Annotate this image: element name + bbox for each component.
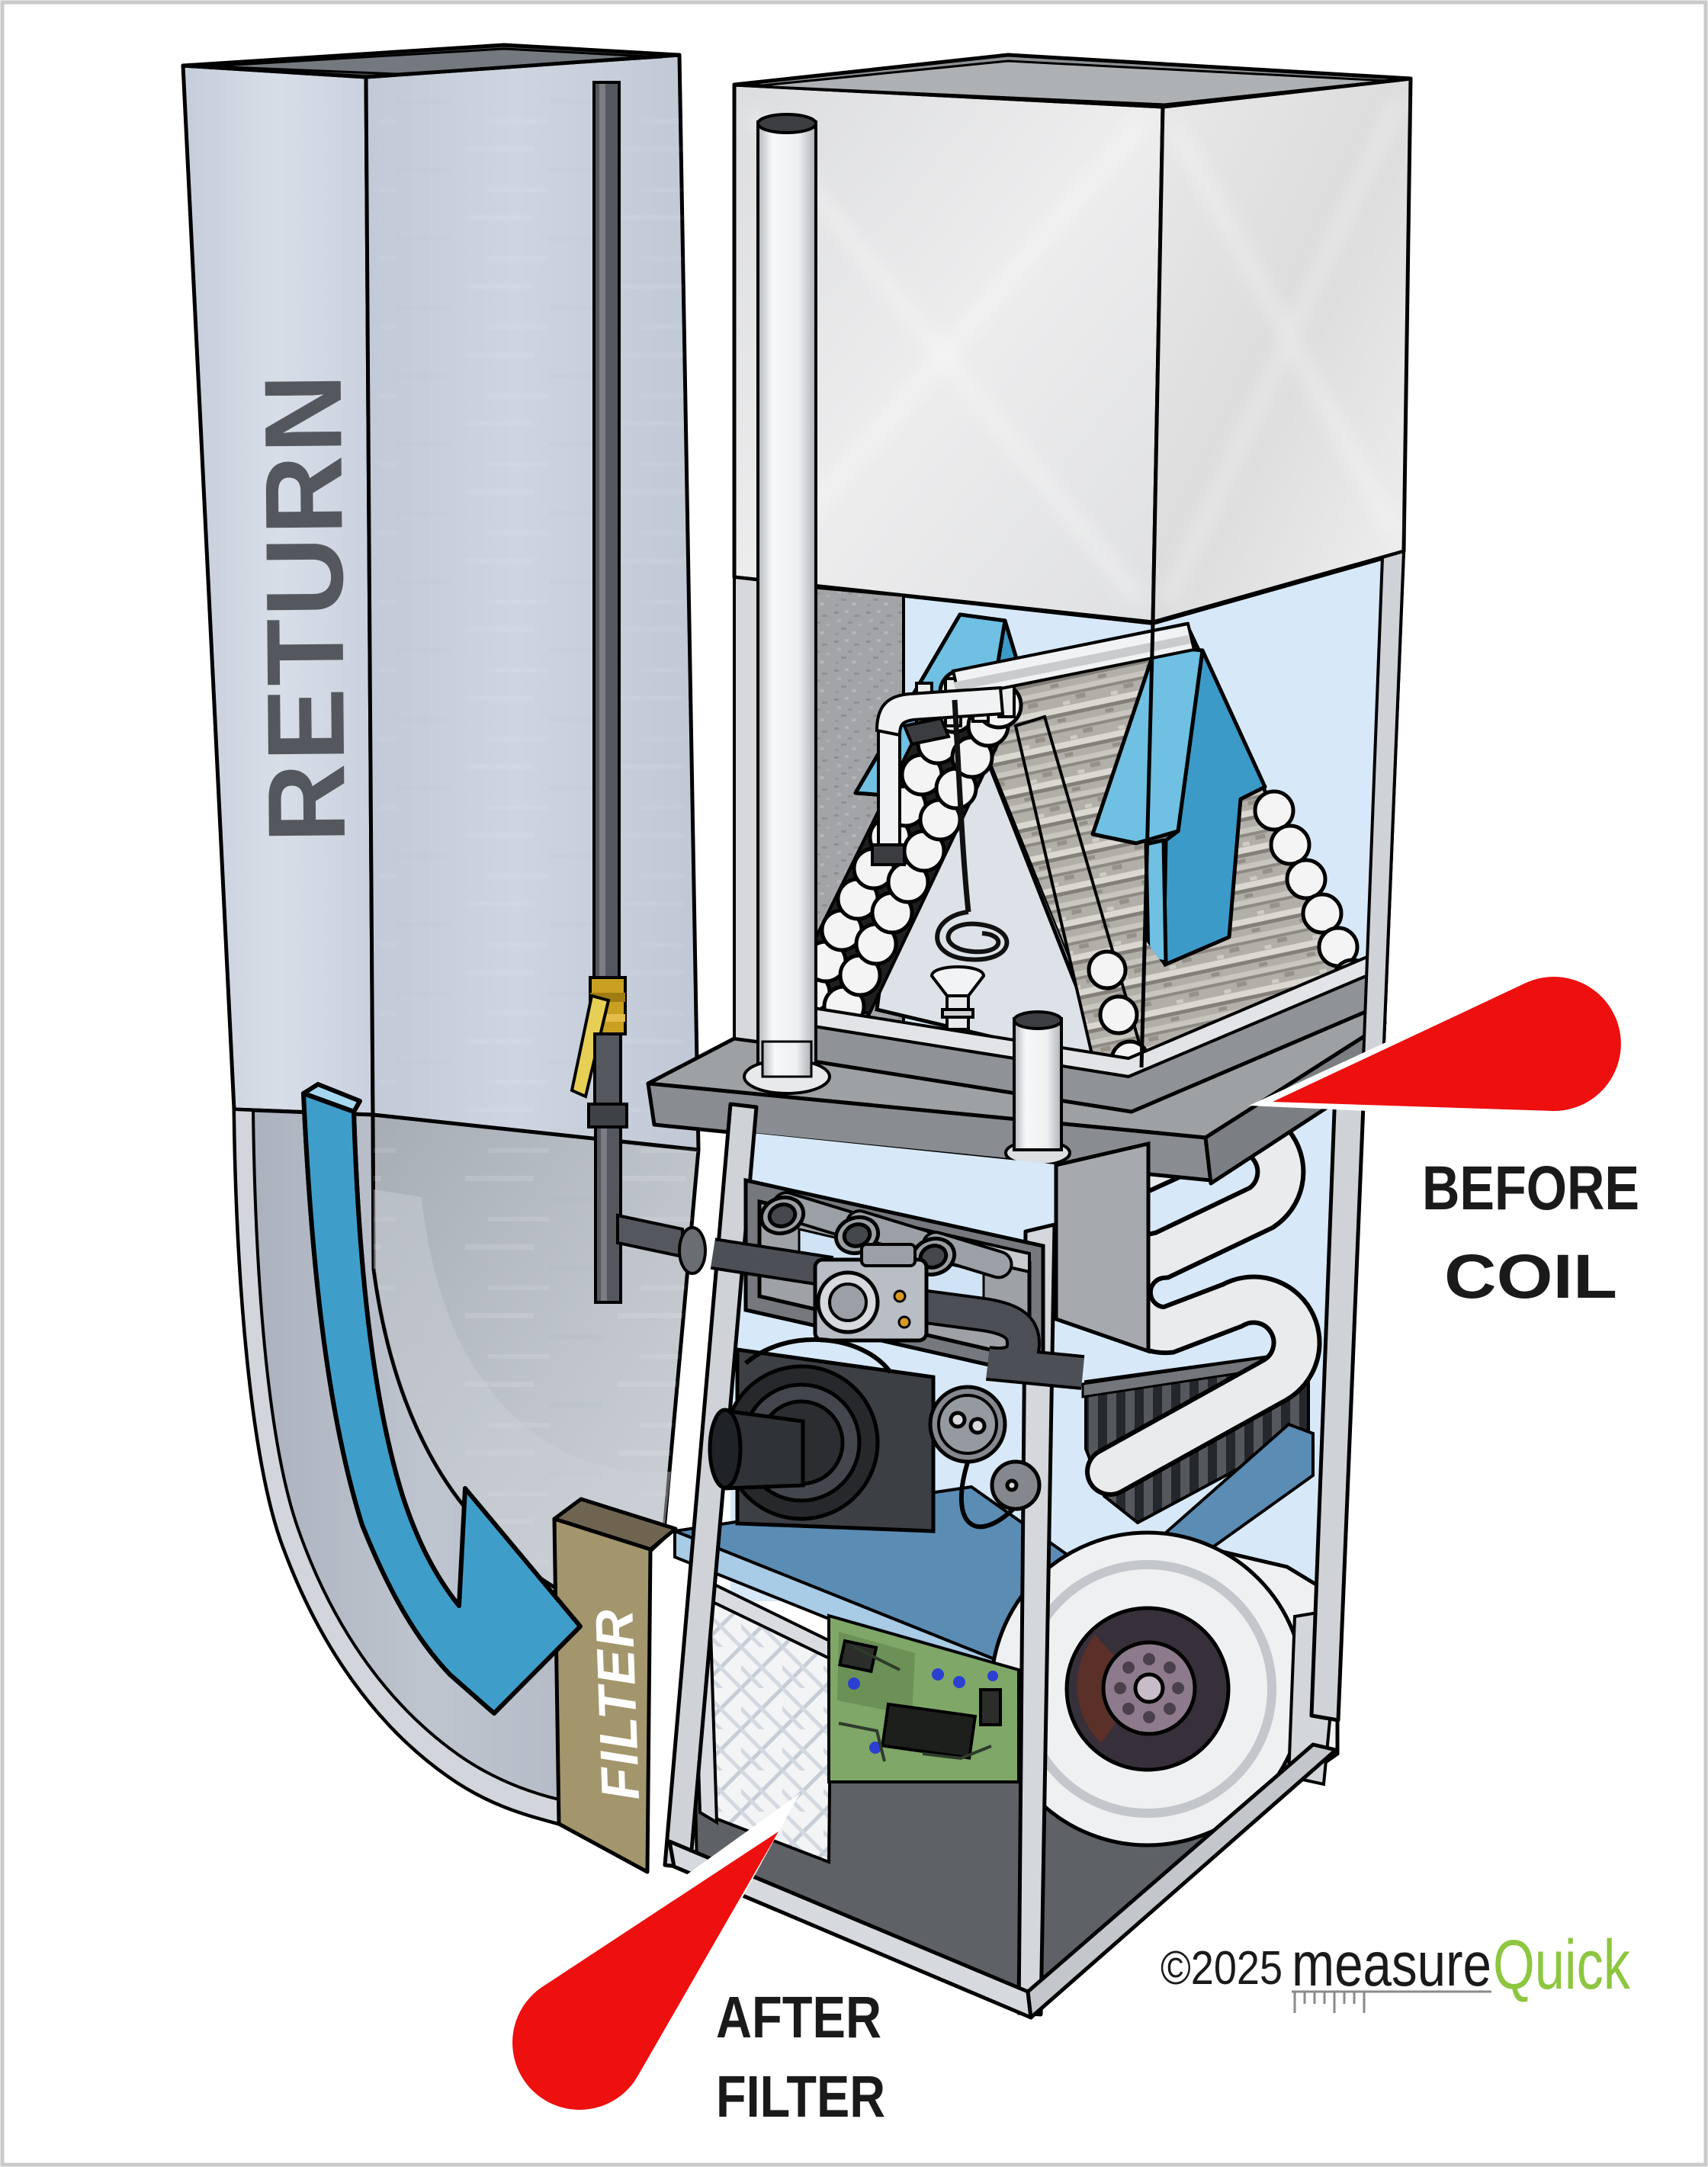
svg-text:Quick: Quick	[1493, 1926, 1631, 2004]
svg-text:COIL: COIL	[1444, 1242, 1617, 1311]
svg-text:©2025: ©2025	[1161, 1942, 1283, 1995]
svg-text:AFTER: AFTER	[716, 1985, 881, 2050]
svg-text:FILTER: FILTER	[584, 1607, 650, 1801]
svg-text:RETURN: RETURN	[242, 371, 368, 843]
svg-text:measure: measure	[1292, 1930, 1491, 1999]
svg-text:BEFORE: BEFORE	[1422, 1154, 1639, 1223]
svg-text:FILTER: FILTER	[716, 2064, 885, 2130]
